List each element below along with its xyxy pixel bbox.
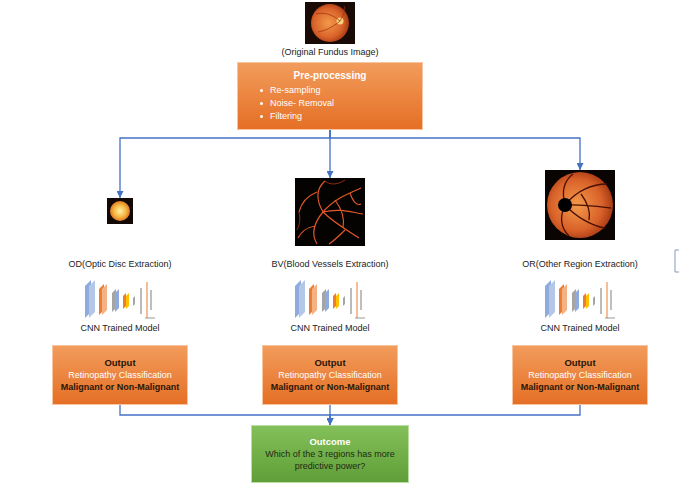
output-box: OutputRetinopathy ClassificationMalignan…: [512, 345, 648, 405]
output-box: OutputRetinopathy ClassificationMalignan…: [262, 345, 398, 405]
connector: [120, 405, 330, 425]
node-text: Retinopathy Classification: [528, 370, 632, 380]
node-text: Retinopathy Classification: [278, 370, 382, 380]
cnn-icon: [295, 280, 365, 318]
optic-disc: [110, 201, 130, 221]
node-heading: Output: [104, 357, 135, 368]
bullet-dot: [260, 89, 263, 92]
outcome-box: OutcomeWhich of the 3 regions has more p…: [251, 425, 409, 483]
node-heading: OR(Other Region Extraction): [522, 259, 638, 269]
process-box: Pre-processingRe-samplingNoise- RemovalF…: [237, 62, 423, 130]
text-row: OR(Other Region Extraction): [522, 258, 638, 270]
bullet-row: Noise- Removal: [246, 97, 414, 110]
connector: [120, 130, 330, 198]
node-text: Malignant or Non-Malignant: [521, 382, 640, 392]
cnn-icon: [85, 280, 155, 318]
model-caption: CNN Trained Model: [520, 322, 640, 334]
bullet-dot: [260, 115, 263, 118]
text-row: Malignant or Non-Malignant: [519, 381, 641, 393]
model-caption: CNN Trained Model: [270, 322, 390, 334]
node-text: Malignant or Non-Malignant: [61, 382, 180, 392]
text-row: Outcome: [260, 436, 400, 448]
node-heading: BV(Blood Vessels Extraction): [271, 259, 388, 269]
text-row: Pre-processing: [246, 69, 414, 82]
node-text: Noise- Removal: [270, 97, 334, 110]
node-text: Which of the 3 regions has more predicti…: [265, 449, 395, 471]
extraction-step: OD(Optic Disc Extraction): [35, 198, 205, 270]
masked-disc: [558, 198, 572, 212]
photo-ground: [107, 198, 133, 224]
photo-ground: [295, 178, 365, 246]
node-text: Re-sampling: [270, 84, 321, 97]
extraction-step: BV(Blood Vessels Extraction): [245, 178, 415, 270]
bullet-row: Filtering: [246, 110, 414, 123]
other-region-photo: [545, 170, 615, 240]
node-heading: Pre-processing: [294, 70, 367, 81]
fine-vessels: [297, 180, 345, 230]
text-row: Output: [269, 357, 391, 369]
text-row: Malignant or Non-Malignant: [269, 381, 391, 393]
fundus-photo: [305, 2, 355, 44]
vessels: [316, 6, 345, 32]
node-heading: Output: [314, 357, 345, 368]
text-row: Output: [59, 357, 181, 369]
text-row: Which of the 3 regions has more predicti…: [260, 448, 400, 472]
bullet-row: Re-sampling: [246, 84, 414, 97]
node-heading: OD(Optic Disc Extraction): [68, 259, 171, 269]
text-row: Retinopathy Classification: [59, 369, 181, 381]
image-caption: (Original Fundus Image): [260, 46, 400, 58]
retina: [547, 172, 613, 238]
retina: [311, 4, 349, 42]
text-row: Retinopathy Classification: [519, 369, 641, 381]
text-row: OD(Optic Disc Extraction): [68, 258, 171, 270]
text-row: Retinopathy Classification: [269, 369, 391, 381]
connector: [330, 405, 580, 425]
photo-ground: [545, 170, 615, 240]
node-text: Filtering: [270, 110, 302, 123]
node-heading: Output: [564, 357, 595, 368]
cnn-icon: [545, 280, 615, 318]
text-row: BV(Blood Vessels Extraction): [271, 258, 388, 270]
edge-bracket: [675, 250, 679, 272]
optic-disc-photo: [107, 198, 133, 224]
node-text: Retinopathy Classification: [68, 370, 172, 380]
blood-vessel-photo: [295, 178, 365, 246]
model-caption: CNN Trained Model: [60, 322, 180, 334]
photo-ground: [305, 2, 355, 44]
extraction-step: OR(Other Region Extraction): [495, 170, 665, 270]
text-row: Malignant or Non-Malignant: [59, 381, 181, 393]
node-heading: Outcome: [309, 436, 350, 447]
output-box: OutputRetinopathy ClassificationMalignan…: [52, 345, 188, 405]
vessels: [298, 181, 363, 244]
text-row: Output: [519, 357, 641, 369]
connector: [330, 130, 580, 170]
bullet-dot: [260, 102, 263, 105]
node-text: Malignant or Non-Malignant: [271, 382, 390, 392]
